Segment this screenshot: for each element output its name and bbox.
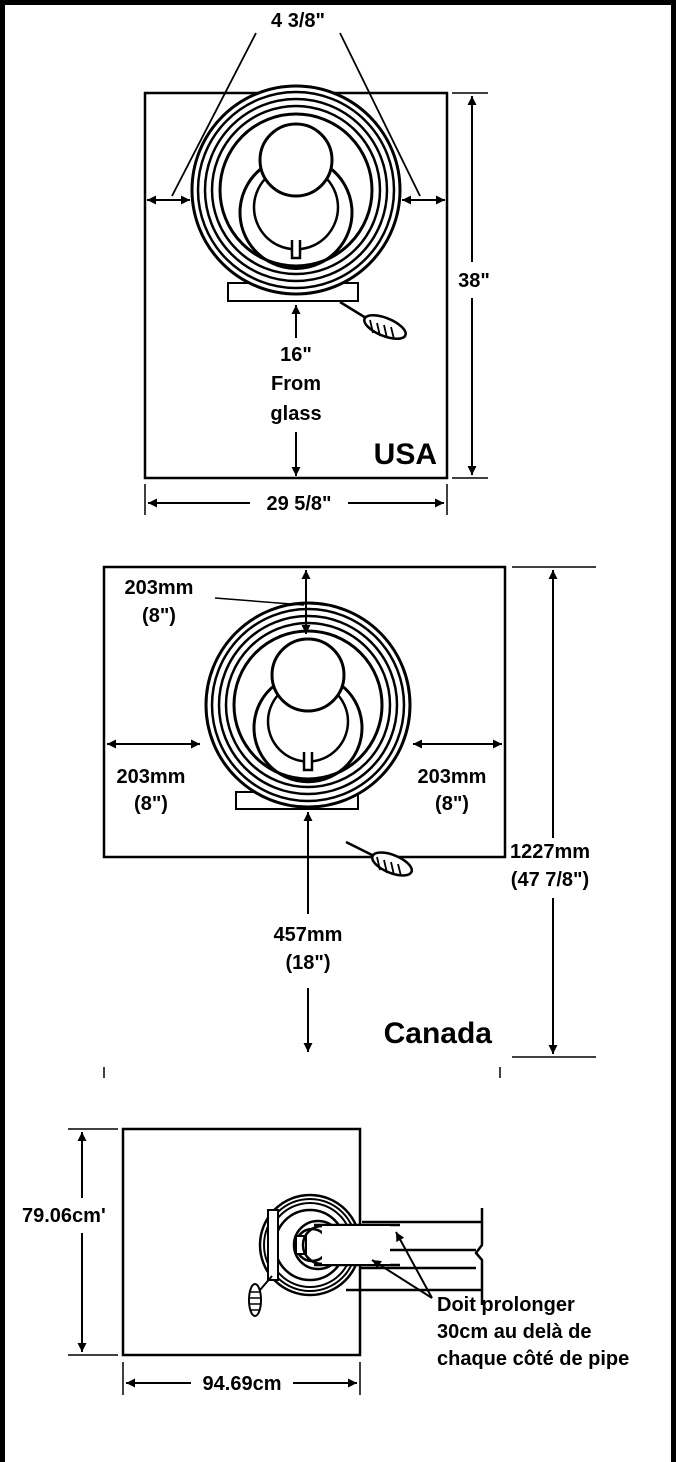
usa-country-label: USA [374,438,437,471]
metric-note-line2: 30cm au delà de [437,1321,592,1343]
canada-depth-in: (47 7/8") [511,869,589,891]
canada-hearth-pad [102,565,507,859]
canada-damper-handle-icon [370,851,414,877]
canada-left-clearance-in: (8") [134,793,168,815]
usa-side-clearance-label: 4 3/8" [271,10,325,32]
usa-diagram: 4 3/8" 16" From glass USA 38" 29 5/8" [143,10,490,515]
canada-stove [204,601,414,877]
canada-right-clearance-mm: 203mm [418,766,487,788]
usa-damper-handle-icon [363,314,407,340]
canada-depth-mm: 1227mm [510,841,590,863]
canada-top-clearance-in: (8") [142,605,176,627]
metric-diagram: 79.06cm' 94.69cm Doit prolonger 30cm au … [22,1127,629,1395]
metric-damper-handle-icon [248,1283,262,1317]
canada-right-clearance-in: (8") [435,793,469,815]
usa-front-clearance-line3: glass [270,403,321,425]
canada-country-label: Canada [384,1017,493,1050]
metric-note-line1: Doit prolonger [437,1294,575,1316]
canada-diagram: 203mm (8") 203mm (8") 203mm (8") 457mm (… [102,565,596,1078]
usa-depth-label: 38" [458,270,490,292]
usa-stove [190,84,407,340]
usa-width-label: 29 5/8" [266,493,331,515]
canada-front-clearance-in: (18") [285,952,330,974]
metric-stove [248,1193,400,1317]
metric-note-line3: chaque côté de pipe [437,1348,629,1370]
metric-depth-label: 79.06cm' [22,1205,106,1227]
canada-left-clearance-mm: 203mm [117,766,186,788]
metric-width-label: 94.69cm [203,1373,282,1395]
usa-front-clearance-value: 16" [280,344,312,366]
canada-top-clearance-mm: 203mm [125,577,194,599]
usa-front-clearance-line2: From [271,373,321,395]
canada-front-clearance-mm: 457mm [274,924,343,946]
